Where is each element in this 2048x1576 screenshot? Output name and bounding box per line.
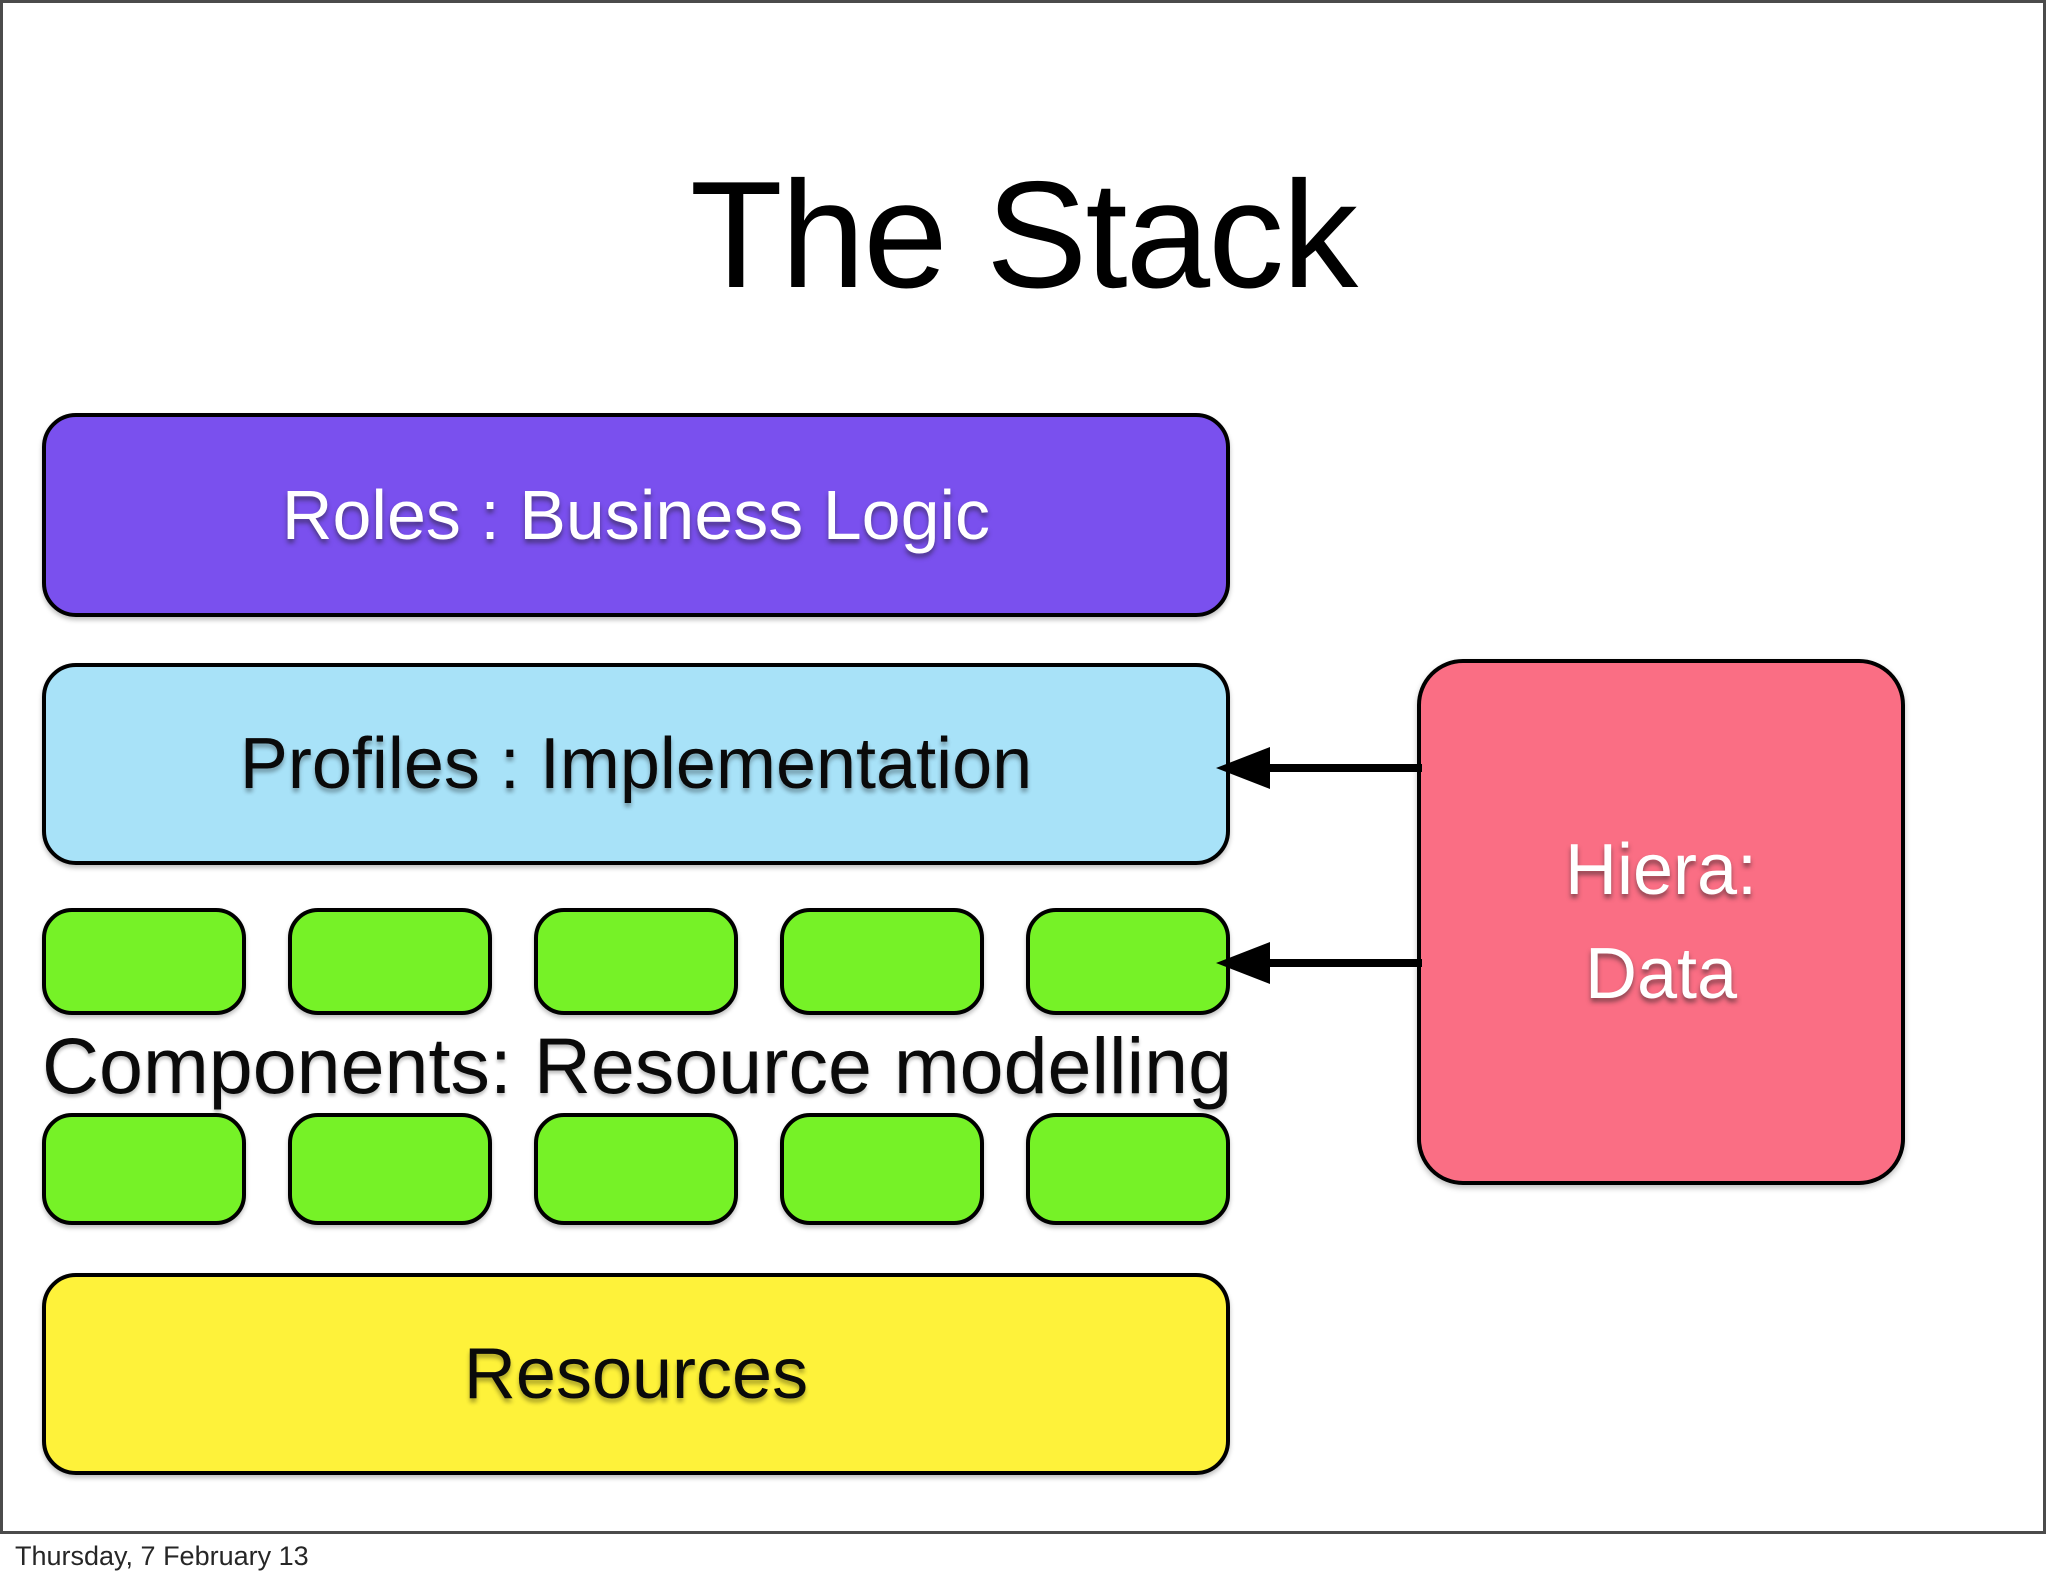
arrow-hiera-to-components: [1216, 942, 1422, 984]
component-box: [1026, 908, 1230, 1015]
profiles-box: Profiles : Implementation: [42, 663, 1230, 865]
component-box: [780, 1113, 984, 1225]
component-box: [42, 908, 246, 1015]
component-box: [288, 1113, 492, 1225]
resources-label: Resources: [463, 1334, 809, 1414]
component-box: [534, 1113, 738, 1225]
components-row-2: [42, 1113, 1230, 1225]
profiles-label: Profiles : Implementation: [239, 724, 1033, 804]
hiera-box: Hiera: Data: [1417, 659, 1905, 1185]
page-title: The Stack: [689, 150, 1358, 320]
component-box: [42, 1113, 246, 1225]
component-box: [1026, 1113, 1230, 1225]
components-label: Components: Resource modelling: [42, 1021, 1233, 1110]
component-box: [288, 908, 492, 1015]
footer-timestamp: Thursday, 7 February 13: [15, 1541, 309, 1571]
arrow-hiera-to-profiles: [1216, 747, 1422, 789]
component-box: [534, 908, 738, 1015]
roles-box: Roles : Business Logic: [42, 413, 1230, 617]
components-row-1: [42, 908, 1230, 1015]
hiera-label-line1: Hiera:: [1564, 830, 1758, 910]
roles-label: Roles : Business Logic: [281, 476, 991, 554]
resources-box: Resources: [42, 1273, 1230, 1475]
hiera-label-line2: Data: [1584, 934, 1738, 1014]
component-box: [780, 908, 984, 1015]
